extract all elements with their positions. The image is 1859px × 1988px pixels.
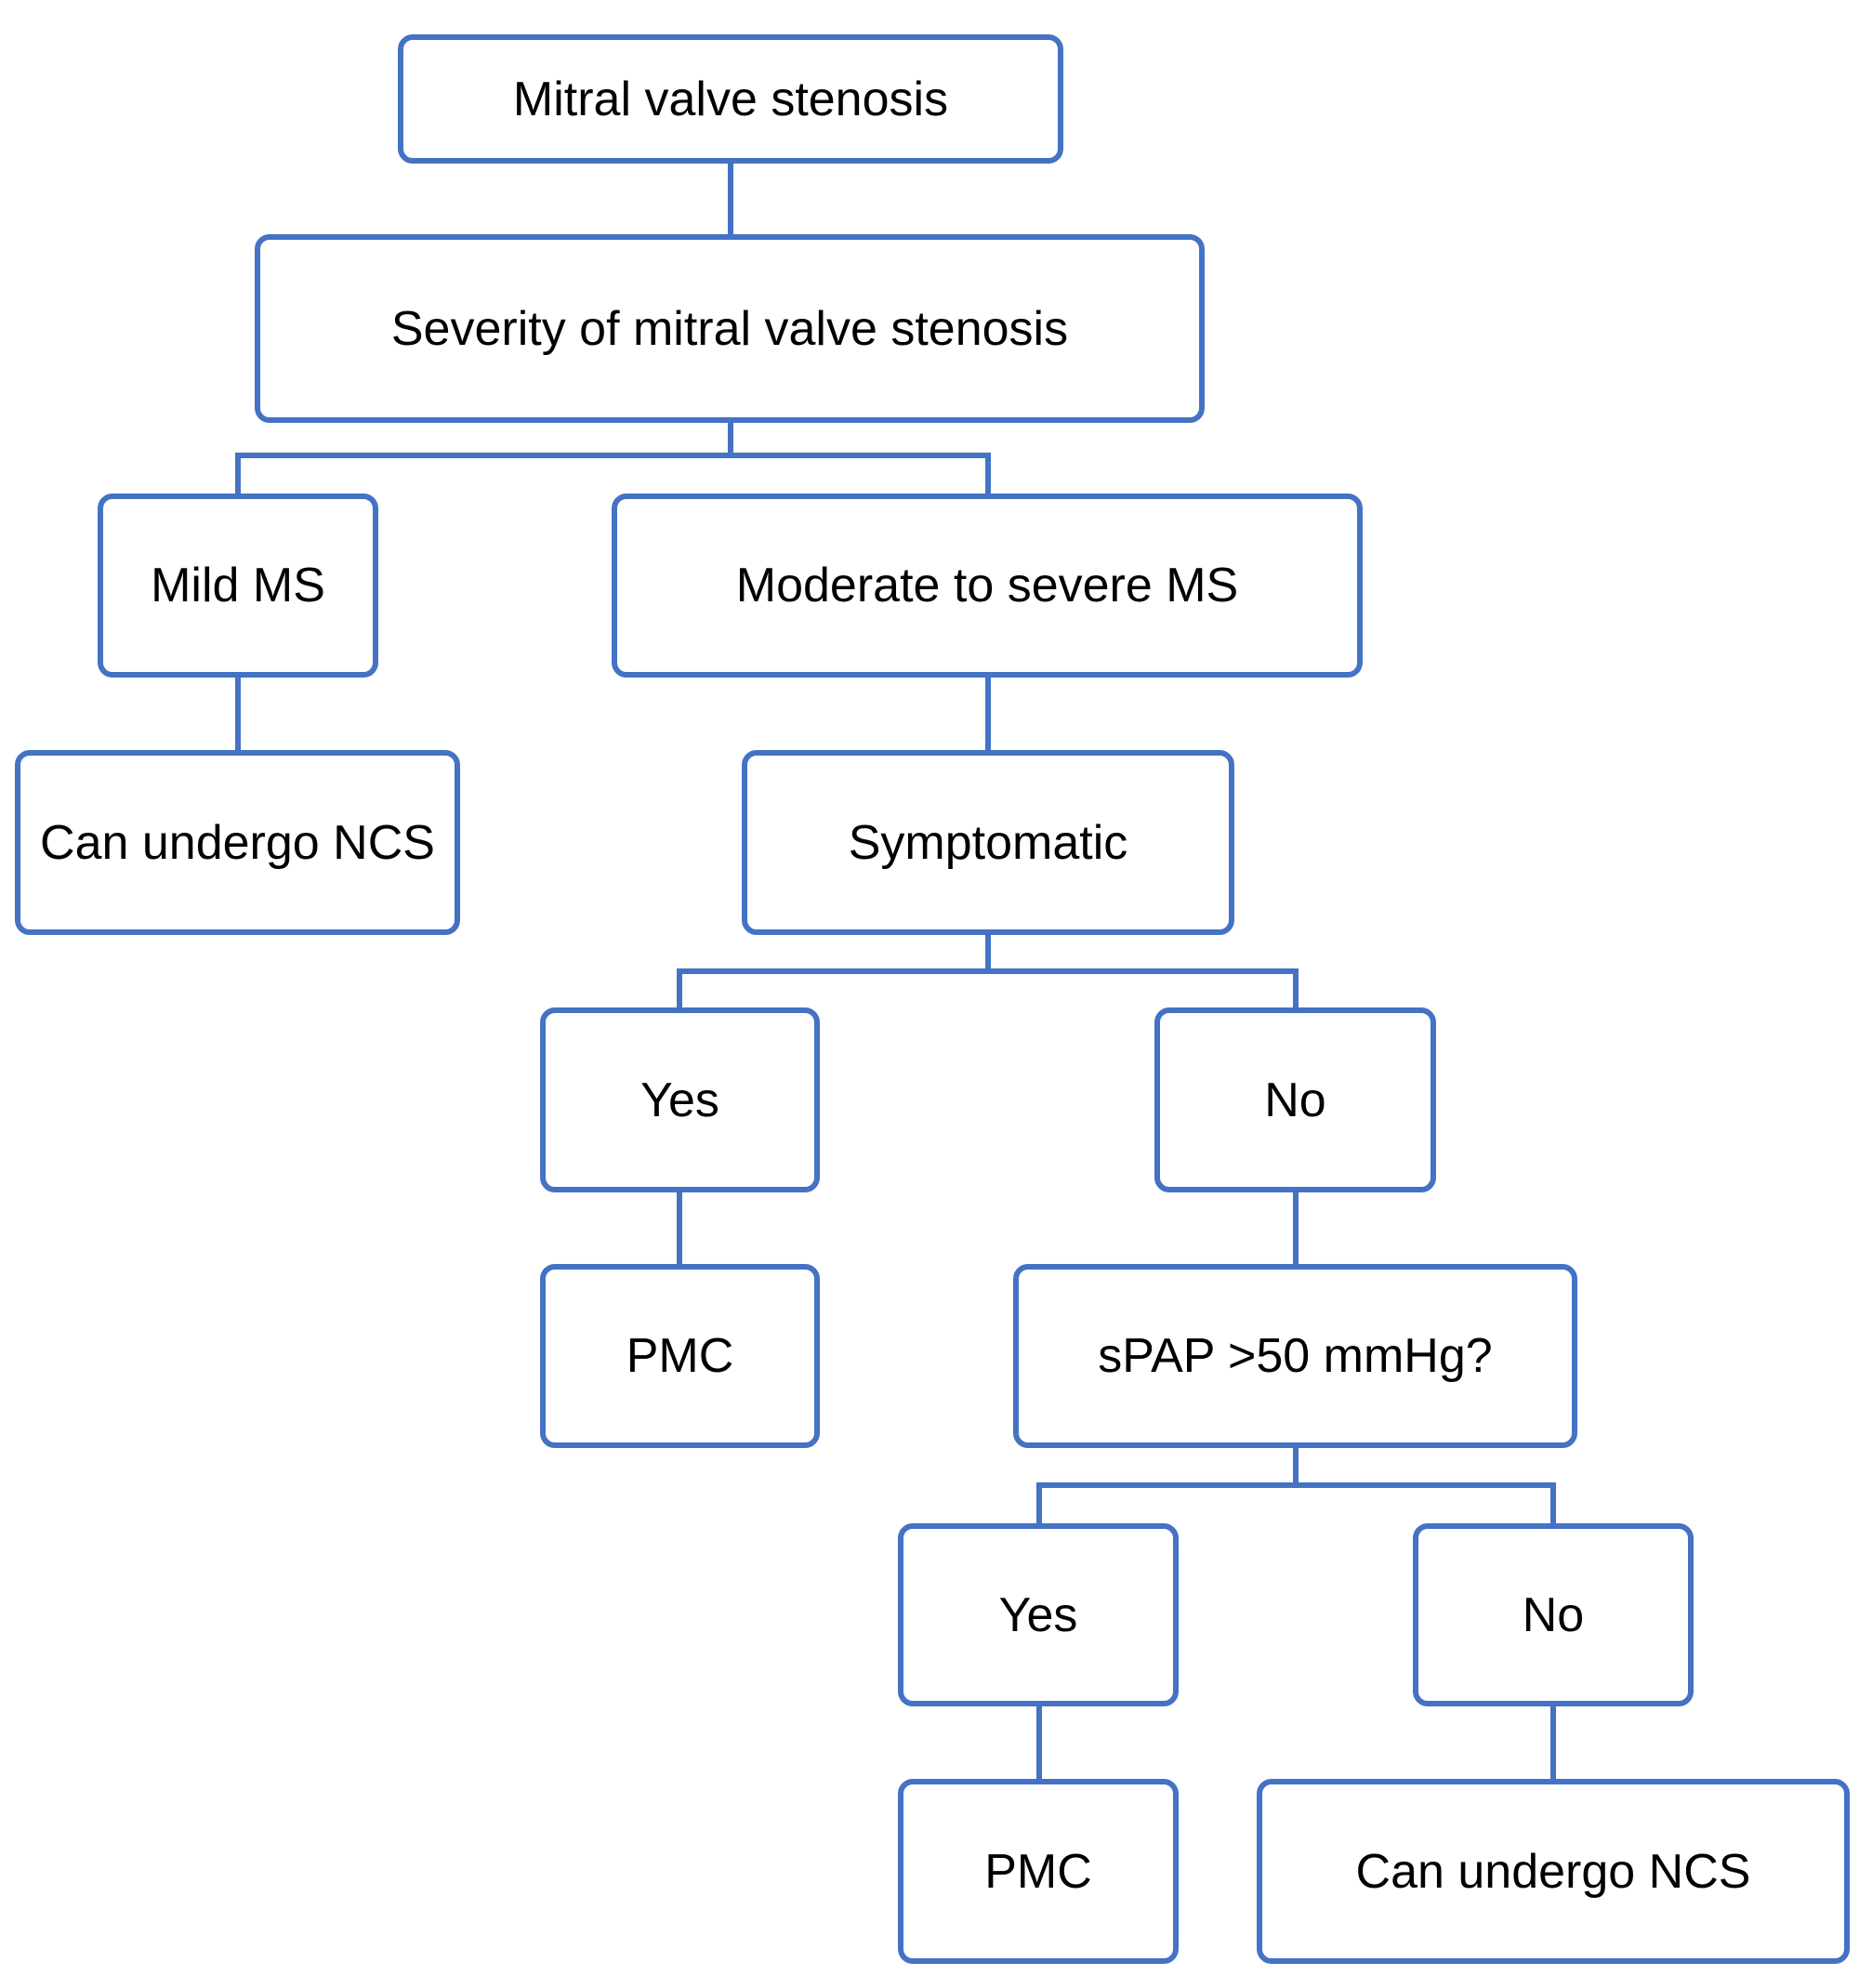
connector-symptomatic-branch — [677, 932, 1299, 1010]
node-label: Can undergo NCS — [40, 815, 435, 870]
node-spap: sPAP >50 mmHg? — [1013, 1264, 1577, 1448]
node-label: Mitral valve stenosis — [512, 72, 949, 126]
node-label: PMC — [626, 1329, 734, 1383]
node-symptomatic-no: No — [1154, 1007, 1436, 1192]
node-label: Can undergo NCS — [1355, 1844, 1751, 1899]
node-moderate-severe-ms: Moderate to severe MS — [612, 494, 1363, 678]
node-symptomatic-yes-outcome: PMC — [540, 1264, 820, 1448]
node-label: Severity of mitral valve stenosis — [390, 301, 1069, 356]
node-spap-yes: Yes — [898, 1523, 1179, 1706]
node-label: Yes — [998, 1587, 1078, 1642]
node-mild-ms: Mild MS — [98, 494, 378, 678]
node-label: Yes — [640, 1073, 719, 1127]
node-label: sPAP >50 mmHg? — [1098, 1329, 1493, 1383]
node-label: Symptomatic — [848, 815, 1128, 870]
node-label: Moderate to severe MS — [735, 559, 1239, 612]
node-mild-outcome: Can undergo NCS — [15, 750, 460, 935]
node-spap-yes-outcome: PMC — [898, 1779, 1179, 1964]
node-symptomatic-yes: Yes — [540, 1007, 820, 1192]
node-severity: Severity of mitral valve stenosis — [255, 234, 1205, 423]
connector-spap-branch — [1036, 1445, 1556, 1526]
node-label: Mild MS — [151, 559, 325, 612]
node-spap-no: No — [1413, 1523, 1694, 1706]
node-label: PMC — [984, 1844, 1092, 1899]
node-spap-no-outcome: Can undergo NCS — [1257, 1779, 1850, 1964]
node-symptomatic: Symptomatic — [742, 750, 1234, 935]
node-label: No — [1522, 1587, 1585, 1642]
node-label: No — [1264, 1073, 1326, 1127]
node-mitral-valve-stenosis: Mitral valve stenosis — [398, 34, 1063, 164]
connector-severity-branch — [235, 420, 991, 496]
